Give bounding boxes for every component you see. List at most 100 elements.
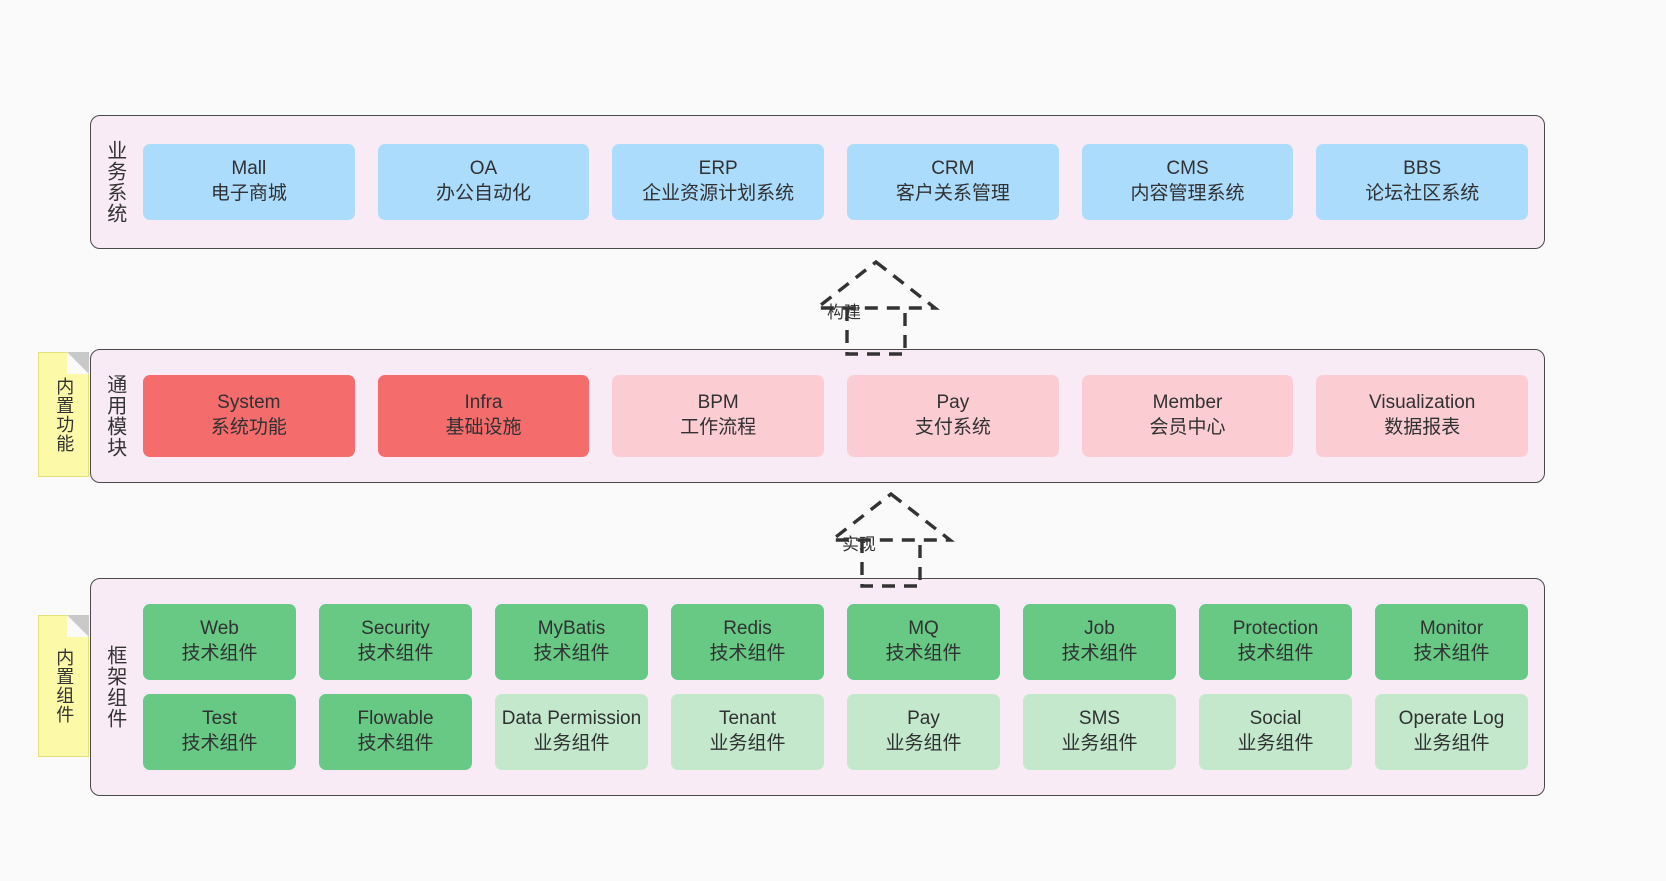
card-bbs[interactable]: BBS 论坛社区系统 [1316,144,1529,220]
card-infra[interactable]: Infra 基础设施 [377,375,590,457]
card-name: Protection [1232,618,1319,640]
card-desc: 客户关系管理 [895,183,1010,204]
card-name: Data Permission [501,708,642,730]
card-job[interactable]: Job 技术组件 [1023,604,1176,680]
card-desc: 工作流程 [680,417,757,438]
card-name: BBS [1403,158,1442,180]
card-desc: 技术组件 [533,643,610,664]
layer-title-common-modules: 通用模块 [103,374,126,458]
card-desc: 技术组件 [181,733,258,754]
card-social[interactable]: Social 业务组件 [1199,694,1352,770]
card-web[interactable]: Web 技术组件 [143,604,296,680]
card-name: Mall [231,158,267,180]
card-desc: 技术组件 [357,643,434,664]
card-member[interactable]: Member 会员中心 [1081,375,1294,457]
card-desc: 业务组件 [885,733,962,754]
card-desc: 支付系统 [914,417,991,438]
layer-body-common-modules: System 系统功能 Infra 基础设施 BPM 工作流程 Pay 支付系统… [137,350,1544,482]
card-name: Redis [723,618,772,640]
card-row: Web 技术组件 Security 技术组件 MyBatis 技术组件 Redi… [143,604,1528,680]
layer-title-business-systems: 业务系统 [103,140,126,224]
card-desc: 电子商城 [210,183,287,204]
card-name: ERP [698,158,738,180]
card-name: Job [1084,618,1115,640]
card-name: Monitor [1419,618,1484,640]
card-name: CRM [931,158,975,180]
card-data-permission[interactable]: Data Permission 业务组件 [495,694,648,770]
connector-implement-arrow [827,491,955,588]
layer-body-framework-components: Web 技术组件 Security 技术组件 MyBatis 技术组件 Redi… [137,579,1544,795]
connector-build: 构建 [795,258,945,356]
card-desc: 系统功能 [210,417,287,438]
card-test[interactable]: Test 技术组件 [143,694,296,770]
card-tenant[interactable]: Tenant 业务组件 [671,694,824,770]
card-desc: 会员中心 [1149,417,1226,438]
note-builtin-components: 内置组件 [38,615,89,757]
card-row: Mall 电子商城 OA 办公自动化 ERP 企业资源计划系统 CRM 客户关系… [143,144,1529,220]
note-builtin-functions: 内置功能 [38,352,89,477]
card-name: CMS [1166,158,1209,180]
card-row: Test 技术组件 Flowable 技术组件 Data Permission … [143,694,1528,770]
card-pay-component[interactable]: Pay 业务组件 [847,694,1000,770]
card-name: MQ [908,618,939,640]
card-desc: 业务组件 [1237,733,1314,754]
card-desc: 论坛社区系统 [1365,183,1480,204]
card-name: Pay [936,392,970,414]
card-redis[interactable]: Redis 技术组件 [671,604,824,680]
card-name: Flowable [357,708,434,730]
card-name: Pay [907,708,940,730]
card-desc: 办公自动化 [436,183,532,204]
card-oa[interactable]: OA 办公自动化 [377,144,590,220]
card-name: System [217,392,281,414]
card-mybatis[interactable]: MyBatis 技术组件 [495,604,648,680]
card-protection[interactable]: Protection 技术组件 [1199,604,1352,680]
card-operate-log[interactable]: Operate Log 业务组件 [1375,694,1528,770]
card-name: BPM [697,392,739,414]
connector-build-arrow [812,259,940,356]
card-name: Web [200,618,239,640]
card-mall[interactable]: Mall 电子商城 [143,144,355,220]
card-name: Security [361,618,430,640]
card-desc: 内容管理系统 [1130,183,1245,204]
card-name: MyBatis [537,618,606,640]
connector-implement-label: 实现 [842,535,876,554]
card-desc: 技术组件 [357,733,434,754]
card-bpm[interactable]: BPM 工作流程 [612,375,825,457]
card-desc: 技术组件 [885,643,962,664]
card-desc: 基础设施 [445,417,522,438]
connector-implement: 实现 [810,490,960,588]
layer-business-systems: 业务系统 Mall 电子商城 OA 办公自动化 ERP 企业资源计划系统 CRM… [90,115,1545,249]
card-security[interactable]: Security 技术组件 [319,604,472,680]
card-desc: 企业资源计划系统 [642,183,795,204]
card-mq[interactable]: MQ 技术组件 [847,604,1000,680]
card-cms[interactable]: CMS 内容管理系统 [1081,144,1294,220]
connector-build-label: 构建 [827,303,861,322]
card-desc: 业务组件 [709,733,786,754]
card-system[interactable]: System 系统功能 [143,375,355,457]
card-desc: 技术组件 [1237,643,1314,664]
card-desc: 数据报表 [1384,417,1461,438]
note-label: 内置功能 [54,376,75,453]
card-name: Member [1152,392,1223,414]
card-desc: 技术组件 [709,643,786,664]
card-erp[interactable]: ERP 企业资源计划系统 [612,144,825,220]
layer-body-business-systems: Mall 电子商城 OA 办公自动化 ERP 企业资源计划系统 CRM 客户关系… [137,116,1544,248]
card-pay-module[interactable]: Pay 支付系统 [847,375,1059,457]
card-row: System 系统功能 Infra 基础设施 BPM 工作流程 Pay 支付系统… [143,375,1529,457]
card-sms[interactable]: SMS 业务组件 [1023,694,1176,770]
layer-common-modules: 通用模块 System 系统功能 Infra 基础设施 BPM 工作流程 Pay… [90,349,1545,483]
note-label: 内置组件 [54,648,75,724]
card-desc: 技术组件 [181,643,258,664]
card-name: Visualization [1369,392,1476,414]
card-visualization[interactable]: Visualization 数据报表 [1316,375,1529,457]
card-name: Tenant [718,708,777,730]
card-flowable[interactable]: Flowable 技术组件 [319,694,472,770]
card-desc: 业务组件 [1061,733,1138,754]
card-name: SMS [1078,708,1121,730]
layer-framework-components: 框架组件 Web 技术组件 Security 技术组件 MyBatis 技术组件… [90,578,1545,796]
card-monitor[interactable]: Monitor 技术组件 [1375,604,1528,680]
card-name: OA [469,158,498,180]
card-desc: 技术组件 [1061,643,1138,664]
card-crm[interactable]: CRM 客户关系管理 [847,144,1059,220]
